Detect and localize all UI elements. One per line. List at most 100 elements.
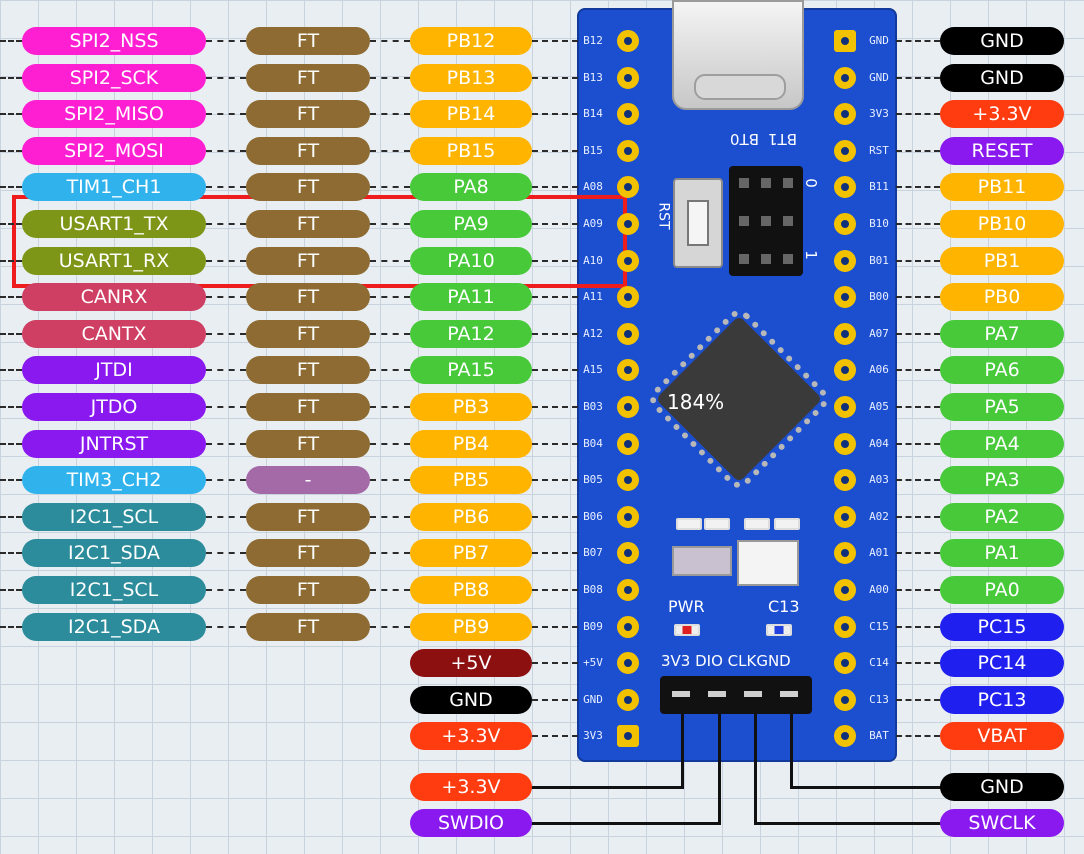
ft-label: FT xyxy=(246,393,370,421)
pin-silk-label: B10 xyxy=(869,217,889,230)
connector-line xyxy=(532,296,578,299)
header-pin-pad xyxy=(617,579,639,601)
connector-line xyxy=(896,76,940,79)
pin-function-label: PA4 xyxy=(940,429,1064,458)
port-label: PB4 xyxy=(410,429,532,458)
header-pin-pad xyxy=(617,725,639,748)
header-pin-pad xyxy=(617,688,639,711)
port-label: PB9 xyxy=(410,612,532,641)
pin-silk-label: B14 xyxy=(583,107,603,121)
connector-line xyxy=(532,149,578,152)
connector-line xyxy=(532,589,578,591)
connector-line xyxy=(896,186,940,189)
port-label: PA9 xyxy=(410,210,532,238)
wire-swclk xyxy=(754,822,944,825)
reset-button xyxy=(673,178,723,268)
function-label: I2C1_SCL xyxy=(22,576,206,604)
pin-function-label: PA2 xyxy=(940,502,1064,531)
swd-label: GND xyxy=(940,773,1064,801)
header-pin-pad xyxy=(617,505,639,528)
pwr-led xyxy=(674,624,700,636)
connector-line xyxy=(206,113,246,116)
connector-line xyxy=(532,223,578,225)
ft-label: - xyxy=(246,466,370,495)
ft-label: FT xyxy=(246,27,370,55)
pin-silk-label: B01 xyxy=(869,253,889,267)
ft-label: FT xyxy=(246,100,370,129)
pin-function-label: PC13 xyxy=(940,685,1064,714)
ft-label: FT xyxy=(246,502,370,531)
pin-silk-label: A12 xyxy=(583,326,603,340)
header-pin-pad xyxy=(834,249,856,272)
header-pin-pad xyxy=(617,176,639,199)
pin-function-label: PC14 xyxy=(940,649,1064,678)
pin-silk-label: BAT xyxy=(869,729,889,743)
pin-function-label: GND xyxy=(940,63,1064,92)
connector-line xyxy=(532,369,578,372)
port-label: PB12 xyxy=(410,27,532,55)
function-label: JNTRST xyxy=(22,429,206,458)
function-label: I2C1_SCL xyxy=(22,502,206,531)
connector-line xyxy=(0,479,22,482)
connector-line xyxy=(532,735,578,738)
pin-function-label: VBAT xyxy=(940,722,1064,751)
connector-line xyxy=(532,479,578,482)
connector-line xyxy=(532,40,578,42)
connector-line xyxy=(896,369,940,372)
connector-line xyxy=(896,223,940,225)
connector-line xyxy=(370,40,410,42)
pin-silk-label: B05 xyxy=(583,473,603,487)
pin-silk-label: B12 xyxy=(583,34,603,47)
connector-line xyxy=(370,186,410,189)
connector-line xyxy=(206,589,246,591)
pin-silk-label: 3V3 xyxy=(869,107,889,121)
wire-3v3 xyxy=(681,714,684,788)
silk-jumper-1: 1 xyxy=(801,250,820,260)
connector-line xyxy=(896,479,940,482)
connector-line xyxy=(896,735,940,738)
connector-line xyxy=(896,662,940,665)
pin-silk-label: A02 xyxy=(869,509,889,523)
pin-silk-label: C14 xyxy=(869,656,889,670)
header-pin-pad xyxy=(617,615,639,638)
swd-label: SWDIO xyxy=(410,809,532,837)
ft-label: FT xyxy=(246,429,370,458)
connector-line xyxy=(370,369,410,372)
port-label: PB15 xyxy=(410,136,532,165)
header-pin-pad xyxy=(617,322,639,345)
ft-label: FT xyxy=(246,576,370,604)
pin-silk-label: C15 xyxy=(869,619,889,633)
header-pin-pad xyxy=(834,396,856,418)
pin-silk-label: +5V xyxy=(583,656,603,670)
swd-label: +3.3V xyxy=(410,773,532,801)
ft-label: FT xyxy=(246,63,370,92)
header-pin-pad xyxy=(834,103,856,126)
function-label: USART1_TX xyxy=(22,210,206,238)
wire-gnd xyxy=(790,714,793,788)
pin-silk-label: RST xyxy=(869,143,889,157)
smd-part xyxy=(744,518,770,530)
zoom-indicator: 184% xyxy=(667,390,725,414)
header-pin-pad xyxy=(834,286,856,309)
connector-line xyxy=(370,76,410,79)
pin-silk-label: GND xyxy=(869,34,889,47)
pin-function-label: PA3 xyxy=(940,466,1064,495)
connector-line xyxy=(532,698,578,701)
pin-silk-label: A09 xyxy=(583,217,603,230)
connector-line xyxy=(206,332,246,335)
connector-line xyxy=(896,296,940,299)
header-pin-pad xyxy=(834,30,856,52)
connector-line xyxy=(896,40,940,42)
silk-bt1: BT1 xyxy=(768,130,797,148)
smd-part xyxy=(704,518,730,530)
function-label: JTDI xyxy=(22,356,206,385)
function-label: USART1_RX xyxy=(22,246,206,275)
header-pin-pad xyxy=(834,688,856,711)
ft-label: FT xyxy=(246,173,370,202)
connector-line xyxy=(0,442,22,445)
ft-label: FT xyxy=(246,539,370,568)
header-pin-pad xyxy=(834,176,856,199)
usb-c-connector xyxy=(672,0,804,110)
connector-line xyxy=(896,442,940,445)
connector-line xyxy=(896,259,940,262)
